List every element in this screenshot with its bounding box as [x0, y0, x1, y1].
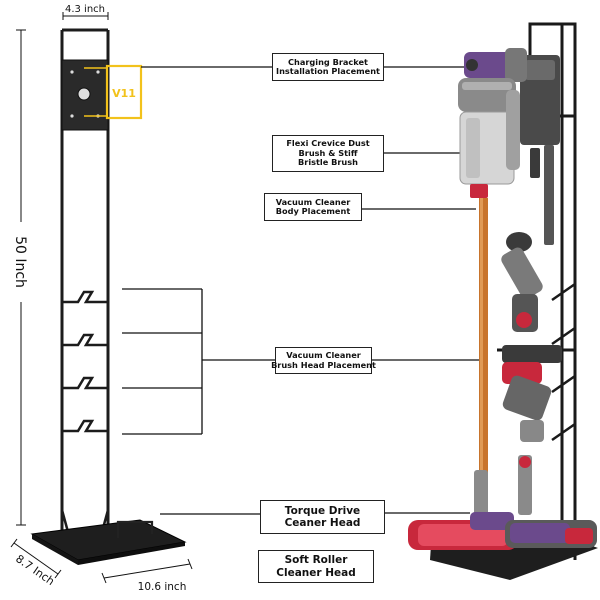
body-placement-line-1: Vacuum Cleaner — [275, 196, 351, 207]
v11-callout-box — [105, 64, 143, 120]
crevice-tool — [544, 145, 554, 245]
body-placement-line-2: Body Placement — [275, 206, 351, 216]
flexi-crevice-line-3: Bristle Brush — [298, 157, 358, 168]
base-width-label: 10.6 inch — [138, 581, 187, 593]
flexi-crevice-label: Flexi Crevice Dust Brush & Stiff Bristle… — [272, 135, 384, 172]
vacuum-body — [458, 48, 527, 198]
charging-bracket-line-1: Charging Bracket — [288, 56, 368, 67]
torque-drive-label: Torque Drive Ceaner Head — [260, 500, 385, 534]
v11-label: V11 — [112, 87, 136, 100]
hook-2 — [62, 333, 108, 347]
hook-4 — [62, 419, 108, 433]
flexi-crevice-line-2: Brush & Stiff — [298, 147, 358, 158]
soft-roller-line-2: Cleaner Head — [276, 566, 356, 579]
hook-1 — [62, 290, 108, 304]
depth-dimension — [10, 538, 62, 579]
charging-bracket-line-2: Installation Placement — [276, 66, 380, 76]
brush-head-label: Vacuum Cleaner Brush Head Placement — [271, 347, 376, 374]
hook-3 — [62, 376, 108, 390]
height-label: 50 Inch — [12, 236, 28, 288]
torque-drive-line-2: Ceaner Head — [284, 517, 361, 529]
base-plate — [30, 519, 187, 561]
body-placement-label: Vacuum Cleaner Body Placement — [264, 193, 362, 221]
charging-bracket-plate — [61, 59, 109, 131]
top-width-dimension — [62, 12, 109, 20]
soft-roller-label: Soft Roller Cleaner Head — [258, 550, 374, 583]
soft-roller-line-1: Soft Roller — [284, 554, 348, 567]
flexi-crevice-line-1: Flexi Crevice Dust — [286, 138, 370, 149]
base-width-dimension — [101, 558, 193, 584]
attachments — [501, 232, 562, 442]
cleaner-heads — [408, 455, 597, 550]
loaded-stand — [408, 22, 598, 580]
torque-drive-line-1: Torque Drive — [284, 504, 361, 517]
leader-lines — [122, 66, 480, 515]
charging-bracket-label: Charging Bracket Installation Placement — [272, 53, 384, 81]
top-width-label: 4.3 inch — [65, 4, 105, 15]
empty-stand: 4.3 inch 50 Inch V11 — [4, 4, 193, 593]
brush-head-line-2: Brush Head Placement — [271, 359, 376, 370]
wand — [479, 198, 488, 498]
brush-head-line-1: Vacuum Cleaner — [286, 350, 361, 361]
